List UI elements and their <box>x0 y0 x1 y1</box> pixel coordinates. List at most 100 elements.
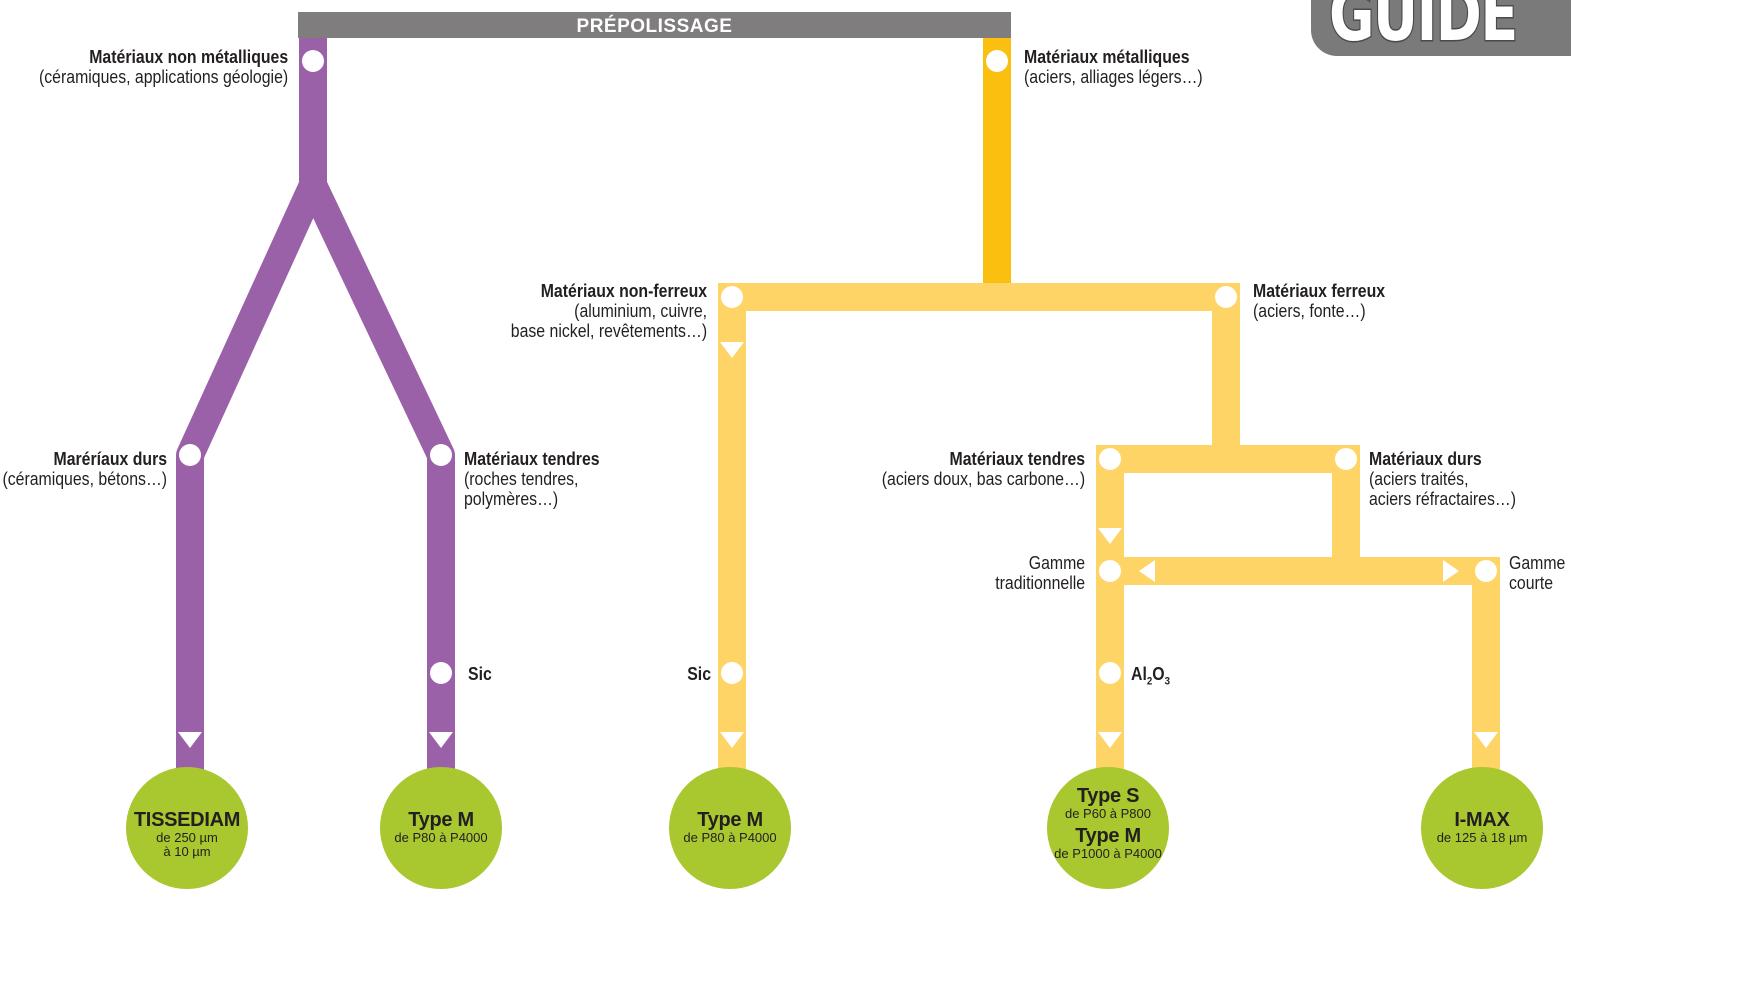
label-range-traditional: Gamme traditionnelle <box>995 553 1085 593</box>
arrow-down-icon <box>1098 732 1122 748</box>
label-sub: (aluminium, cuivre, <box>574 301 707 321</box>
stations <box>179 50 1497 684</box>
label-range-short: Gamme courte <box>1509 553 1565 593</box>
product-imax: I-MAX de 125 à 18 µm <box>1412 809 1552 845</box>
product-circle <box>380 767 502 889</box>
label-title: Sic <box>468 664 492 684</box>
product-tissediam: TISSEDIAM de 250 µm à 10 µm <box>117 809 257 859</box>
label-line: Gamme <box>1028 553 1085 573</box>
label-title: Matériaux non-ferreux <box>540 281 707 301</box>
label-metal: Matériaux métalliques (aciers, alliages … <box>1024 47 1203 87</box>
station-dot <box>1099 448 1121 470</box>
label-title: Matériaux non métalliques <box>89 47 288 67</box>
product-type-m-2: Type M de P80 à P4000 <box>660 809 800 845</box>
product-range: de P80 à P4000 <box>683 830 777 845</box>
formula-sub: 2 <box>1146 675 1153 688</box>
purple-track <box>176 38 455 790</box>
label-title: Matériaux durs <box>1369 449 1482 469</box>
track-hard-nonmetal <box>176 179 326 790</box>
product-range: de P60 à P800 <box>1064 806 1152 821</box>
arrow-left-icon <box>1139 560 1155 582</box>
label-title: Matériaux ferreux <box>1253 281 1386 301</box>
arrow-down-icon <box>720 732 744 748</box>
station-dot <box>1335 448 1357 470</box>
station-dot <box>986 50 1008 72</box>
product-circle <box>1421 767 1543 889</box>
track-ferrous-split <box>1096 445 1360 790</box>
label-hard-ferrous: Matériaux durs (aciers traités, aciers r… <box>1369 449 1516 509</box>
label-sub: aciers réfractaires…) <box>1369 489 1517 509</box>
label-line: Gamme <box>1509 553 1566 573</box>
arrow-down-icon <box>1098 528 1122 544</box>
product-name: Type M <box>408 809 474 831</box>
product-name: I-MAX <box>1454 809 1510 831</box>
label-title: Sic <box>687 664 711 684</box>
station-dot <box>1475 560 1497 582</box>
label-sic-1: Sic <box>468 664 492 684</box>
product-type-m-1: Type M de P80 à P4000 <box>371 809 511 845</box>
guide-tag-text: GUIDE <box>1328 0 1520 56</box>
station-dot <box>1215 286 1237 308</box>
label-title: Matériaux métalliques <box>1024 47 1190 67</box>
label-sub: (aciers traités, <box>1369 469 1469 489</box>
product-name: Type M <box>1075 825 1141 847</box>
station-dot <box>430 444 452 466</box>
label-sub: (aciers, fonte…) <box>1253 301 1366 321</box>
product-range: à 10 µm <box>163 844 211 859</box>
label-title: Maréríaux durs <box>53 449 167 469</box>
station-dot <box>1099 560 1121 582</box>
arrow-right-icon <box>1443 560 1459 582</box>
header-bar: PRÉPOLISSAGE <box>298 12 1011 38</box>
product-circle <box>126 767 248 889</box>
label-sub: polymères…) <box>464 489 559 509</box>
arrow-down-icon <box>1474 732 1498 748</box>
track-nonferrous-ferrous <box>718 283 1240 790</box>
station-dot <box>721 286 743 308</box>
station-dot <box>179 444 201 466</box>
label-sub: (céramiques, bétons…) <box>2 469 167 489</box>
arrow-down-icon <box>178 732 202 748</box>
label-non-ferrous: Matériaux non-ferreux (aluminium, cuivre… <box>511 281 707 341</box>
formula-o: O <box>1152 664 1165 684</box>
track-soft-nonmetal <box>300 179 455 790</box>
label-line: courte <box>1509 573 1554 593</box>
label-non-metal: Matériaux non métalliques (céramiques, a… <box>39 47 288 87</box>
station-dot <box>721 662 743 684</box>
product-circle <box>1047 767 1169 889</box>
product-name: TISSEDIAM <box>133 809 241 831</box>
formula-sub: 3 <box>1164 675 1170 688</box>
yellow-track <box>718 283 1500 790</box>
product-circle <box>669 767 791 889</box>
product-name: Type M <box>697 809 763 831</box>
arrow-down-icon <box>720 342 744 358</box>
product-range: de 125 à 18 µm <box>1436 830 1528 845</box>
label-sub: (céramiques, applications géologie) <box>38 67 288 87</box>
product-circles <box>126 767 1543 889</box>
label-title: Matériaux tendres <box>464 449 600 469</box>
label-title: Matériaux tendres <box>949 449 1085 469</box>
header-title: PRÉPOLISSAGE <box>576 16 733 37</box>
product-range: de P80 à P4000 <box>394 830 488 845</box>
product-type-s-m: Type S de P60 à P800 Type M de P1000 à P… <box>1038 785 1178 861</box>
product-name: Type S <box>1076 785 1140 807</box>
label-soft-ferrous: Matériaux tendres (aciers doux, bas carb… <box>882 449 1085 489</box>
label-sub: (aciers doux, bas carbone…) <box>881 469 1085 489</box>
label-al2o3: Al2O3 <box>1131 664 1170 692</box>
label-sub: base nickel, revêtements…) <box>510 321 707 341</box>
label-ferrous: Matériaux ferreux (aciers, fonte…) <box>1253 281 1385 321</box>
label-sub: (aciers, alliages légers…) <box>1024 67 1203 87</box>
product-range: de 250 µm <box>156 830 218 845</box>
product-range: de P1000 à P4000 <box>1054 846 1162 861</box>
guide-tag: GUIDE <box>1311 0 1571 56</box>
station-dot <box>1099 662 1121 684</box>
formula-al: Al <box>1131 664 1147 684</box>
label-sub: (roches tendres, <box>464 469 579 489</box>
station-dot <box>302 50 324 72</box>
label-line: traditionnelle <box>995 573 1085 593</box>
arrows <box>178 342 1498 748</box>
label-sic-2: Sic <box>687 664 711 684</box>
label-hard-nonmetal: Maréríaux durs (céramiques, bétons…) <box>2 449 167 489</box>
station-dot <box>430 662 452 684</box>
label-soft-nonmetal: Matériaux tendres (roches tendres, polym… <box>464 449 600 509</box>
